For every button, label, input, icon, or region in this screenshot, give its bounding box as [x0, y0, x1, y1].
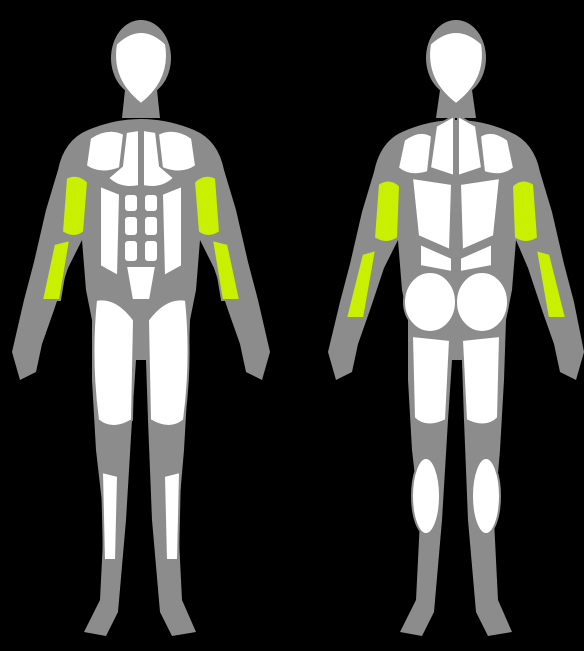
front-deltoid-right — [158, 131, 196, 172]
back-glute-left — [404, 272, 456, 332]
front-abs-1l — [124, 194, 138, 212]
front-biceps-right — [194, 176, 220, 236]
front-oblique-right — [162, 186, 182, 276]
back-hamstring-right — [462, 336, 500, 425]
back-glute-right — [456, 272, 508, 332]
back-calf-left — [412, 458, 440, 534]
front-abs-1r — [144, 194, 158, 212]
front-abs-2l — [124, 216, 138, 236]
front-quad-left — [93, 299, 134, 426]
front-shin-left — [102, 472, 118, 560]
back-triceps-right — [512, 180, 538, 242]
back-hamstring-left — [412, 336, 450, 425]
back-triceps-left — [374, 180, 400, 242]
front-shin-right — [164, 472, 180, 560]
front-quad-right — [148, 299, 189, 426]
front-abs-3l — [124, 240, 138, 262]
back-calf-right — [472, 458, 500, 534]
front-oblique-left — [100, 186, 120, 276]
front-abs-2r — [144, 216, 158, 236]
front-abs-3r — [144, 240, 158, 262]
front-deltoid-left — [86, 131, 124, 172]
front-lower-abs — [126, 266, 156, 300]
front-biceps-left — [62, 176, 88, 236]
